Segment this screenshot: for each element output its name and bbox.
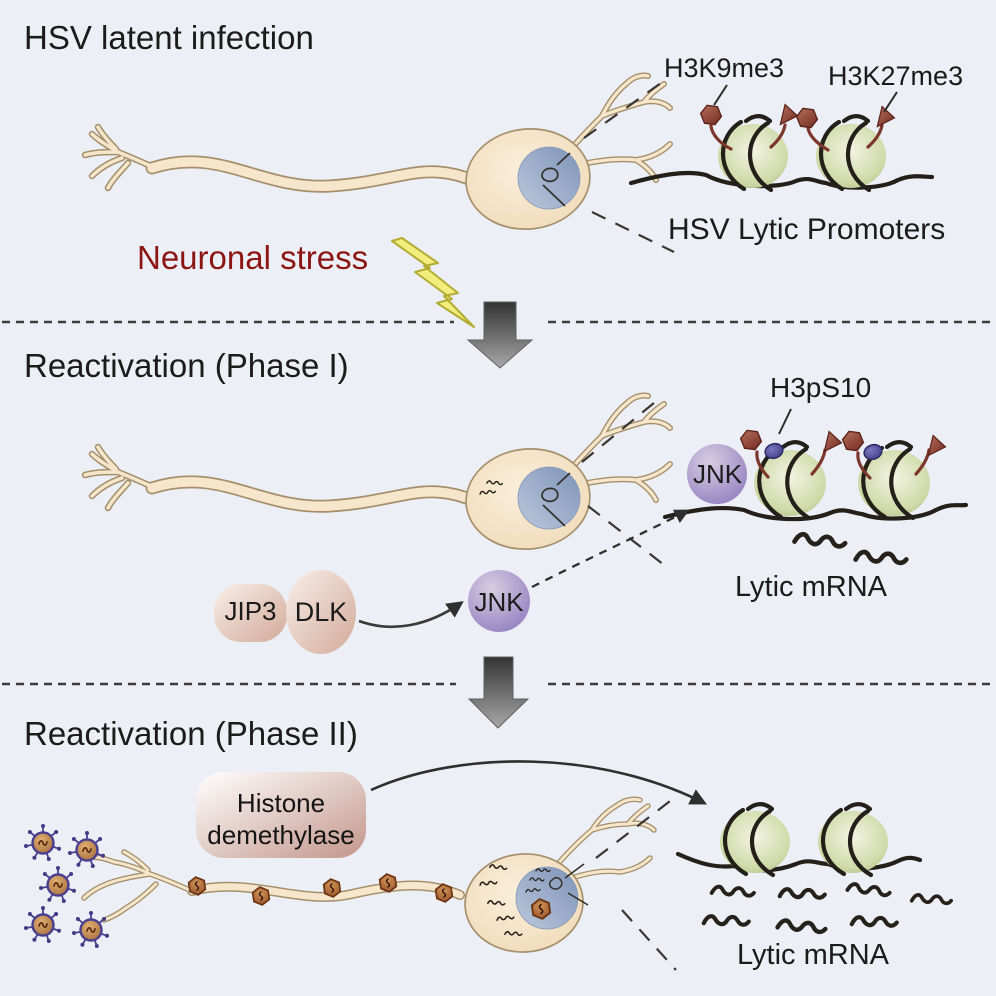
lytic-mrna-label-phase2: Lytic mRNA	[737, 939, 889, 971]
h3k9me3-mark-icon	[738, 428, 764, 452]
h3ps10-label: H3pS10	[770, 372, 872, 403]
mrna-squiggle-icon	[704, 915, 749, 926]
mark-pointer-lines	[713, 84, 898, 113]
nucleosomes-phase2	[675, 802, 954, 934]
h3k27me3-mark-icon	[823, 430, 843, 453]
mrna-squiggle-icon	[794, 532, 845, 548]
nucleosomes-phase1	[662, 408, 969, 565]
nucleosome-icon	[754, 450, 826, 516]
zoom-dashed-lines-phase2	[595, 797, 677, 971]
virus-particle-icon	[22, 822, 63, 863]
down-arrow-icon-2	[467, 656, 530, 729]
neuron-phase2	[81, 796, 657, 953]
dlk-to-jnk-arrow	[358, 601, 464, 628]
jnk-dashed-arrow	[531, 509, 690, 589]
mrna-squiggle-icon	[709, 883, 757, 900]
h3k27me3-mark-icon	[927, 434, 947, 457]
histone-demethylase-arrow	[370, 760, 708, 805]
jnk-chromatin-circle	[687, 444, 747, 504]
neuron-phase1	[85, 395, 670, 555]
h3k9me3-label: H3K9me3	[664, 53, 785, 83]
zoom-dashed-lines-phase1	[581, 397, 669, 569]
virus-particle-icon	[37, 864, 78, 905]
histone-demethylase-label: Histone demethylase	[196, 779, 366, 859]
phase2-title: Reactivation (Phase II)	[24, 715, 358, 752]
lytic-mrna-label-phase1: Lytic mRNA	[735, 571, 887, 603]
jip3-dlk-jnk-complex	[214, 509, 690, 654]
histone-demethylase-line1: Histone	[236, 788, 326, 818]
mrna-squiggle-icon	[852, 916, 897, 927]
nucleosome-icon	[720, 811, 790, 873]
mrna-squiggle-icon	[845, 880, 893, 900]
mrna-squiggle-icon	[780, 888, 825, 899]
virus-particle-icon	[22, 904, 63, 945]
phase1-title: Reactivation (Phase I)	[24, 347, 349, 384]
dlk-blob	[286, 570, 356, 654]
histone-demethylase-line2: demethylase	[207, 820, 355, 850]
hsv-lytic-promoters-label: HSV Lytic Promoters	[668, 213, 946, 246]
neuronal-stress-label: Neuronal stress	[137, 239, 369, 276]
h3k9me3-mark-icon	[794, 106, 820, 130]
jnk-chromatin-label: JNK	[692, 459, 743, 489]
neuron-latent	[85, 75, 670, 235]
down-arrow-icon-1	[466, 301, 534, 369]
mrna-squiggle-icon	[909, 891, 954, 907]
nucleosome-icon	[818, 811, 888, 873]
virus-particle-icon	[70, 909, 111, 950]
h3k9me3-mark-icon	[840, 429, 866, 453]
h3k9me3-mark-icon	[698, 103, 724, 127]
histone-demethylase-box	[196, 772, 366, 858]
jnk-label: JNK	[474, 587, 524, 617]
mrna-squiggle-icon	[778, 919, 826, 934]
histone-tails	[709, 123, 884, 152]
h3k27me3-label: H3K27me3	[828, 61, 964, 91]
nucleosome-icon	[816, 124, 886, 188]
nucleosomes-latent	[628, 84, 935, 193]
nucleosome-icon	[718, 124, 788, 188]
dlk-label: DLK	[294, 597, 348, 627]
virus-particle-icon	[66, 829, 107, 870]
mrna-squiggle-icon	[856, 550, 907, 564]
jip3-blob	[214, 584, 287, 642]
zoom-dashed-lines-latent	[583, 77, 675, 253]
h3k27me3-mark-icon	[779, 103, 799, 126]
mark-pointer-line	[778, 408, 792, 435]
latent-title: HSV latent infection	[24, 19, 314, 56]
nucleosome-icon	[858, 450, 930, 516]
jip3-label: JIP3	[224, 596, 277, 626]
jnk-circle	[468, 570, 530, 632]
lightning-icon	[391, 237, 475, 328]
